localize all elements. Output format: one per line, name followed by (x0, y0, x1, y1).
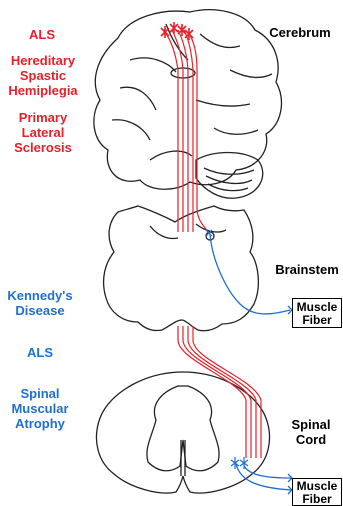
neuromuscular-junctions (288, 306, 292, 494)
hsp-line2: Spastic (0, 68, 86, 83)
hsp-label: Hereditary Spastic Hemiplegia (0, 53, 86, 98)
als-top-label: ALS (22, 27, 62, 42)
pls-line1: Primary (0, 110, 86, 125)
als-bottom-label: ALS (20, 345, 60, 360)
hsp-line1: Hereditary (0, 53, 86, 68)
cerebrum-label: Cerebrum (262, 25, 338, 40)
muscle-fiber-box-upper: Muscle Fiber (292, 298, 342, 328)
kennedy-line2: Disease (0, 303, 80, 318)
sma-line1: Spinal (0, 386, 80, 401)
muscle-fiber-upper-line2: Fiber (293, 314, 341, 327)
muscle-fiber-lower-line2: Fiber (293, 493, 341, 506)
pls-label: Primary Lateral Sclerosis (0, 110, 86, 155)
spinal-cord-line1: Spinal (286, 417, 336, 432)
pls-line2: Lateral (0, 125, 86, 140)
brainstem-label: Brainstem (271, 262, 343, 277)
spinal-cord-line2: Cord (286, 432, 336, 447)
kennedy-line1: Kennedy's (0, 288, 80, 303)
spinal-cord-label: Spinal Cord (286, 417, 336, 447)
muscle-fiber-box-lower: Muscle Fiber (292, 478, 342, 506)
lower-motor-neuron-cells (206, 230, 248, 469)
pls-line3: Sclerosis (0, 140, 86, 155)
hsp-line3: Hemiplegia (0, 83, 86, 98)
sma-line2: Muscular (0, 401, 80, 416)
sma-label: Spinal Muscular Atrophy (0, 386, 80, 431)
brainstem-drawing (104, 206, 259, 331)
sma-line3: Atrophy (0, 416, 80, 431)
kennedy-label: Kennedy's Disease (0, 288, 80, 318)
